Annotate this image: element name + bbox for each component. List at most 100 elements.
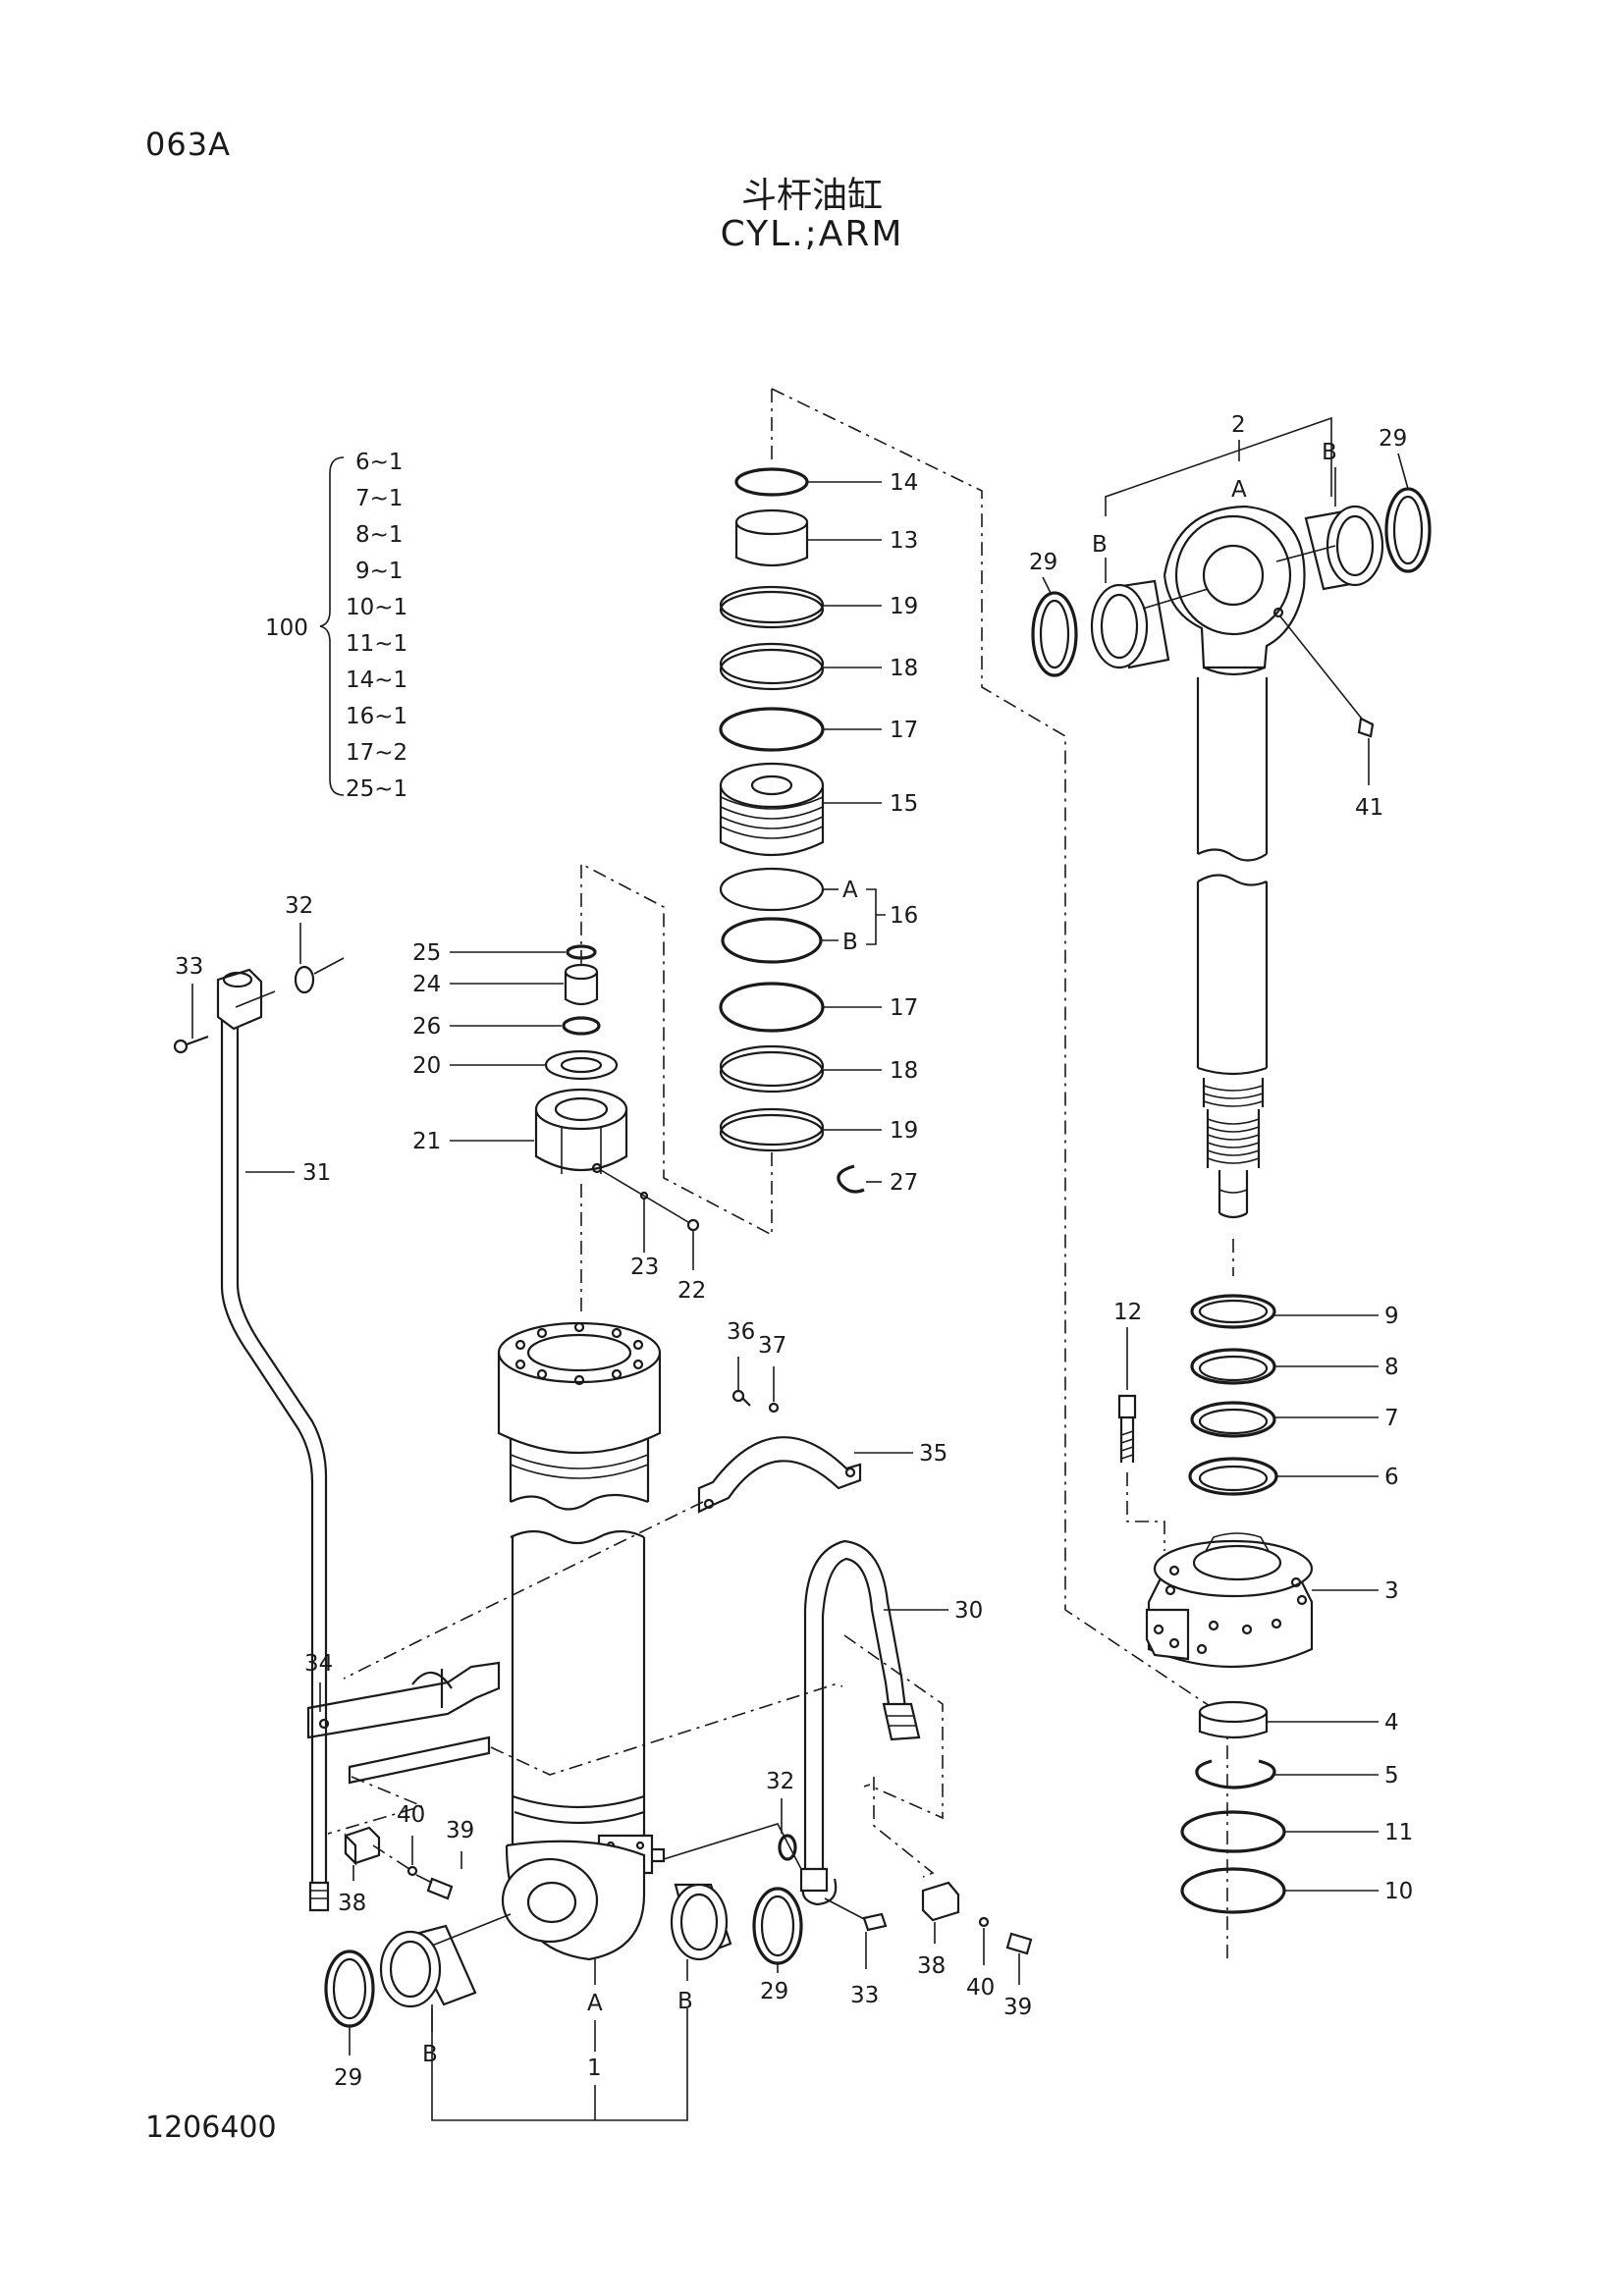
title-english: CYL.;ARM xyxy=(720,214,904,254)
part-40-washer-left xyxy=(406,1865,418,1877)
part-41-fitting xyxy=(1357,717,1375,738)
callout-39: 39 xyxy=(1003,1995,1032,2020)
kit-item: 7~1 xyxy=(355,486,404,511)
part-27-clip xyxy=(837,1164,865,1194)
callout-22: 22 xyxy=(677,1278,706,1304)
part-29-rod-right-ring xyxy=(1384,487,1432,573)
part-35-band xyxy=(697,1389,862,1514)
part-5-ring xyxy=(1195,1759,1276,1789)
part-17-oring xyxy=(719,707,825,752)
callout-41: 41 xyxy=(1355,795,1383,821)
seal-kit-list: 100 6~1 7~1 8~1 9~1 10~1 11~1 14~1 16~1 … xyxy=(265,450,407,802)
part-11-ring xyxy=(1180,1810,1286,1853)
piston-assembly-line xyxy=(580,862,773,1237)
document-number: 1206400 xyxy=(145,2110,277,2145)
part-24-sleeve xyxy=(564,963,599,1006)
kit-number: 100 xyxy=(265,615,308,641)
callout-32: 32 xyxy=(766,1769,794,1794)
callout-33: 33 xyxy=(175,954,203,980)
part-14-ring xyxy=(734,467,809,497)
part-1-left-bushing xyxy=(324,1913,512,2028)
part-23-ball xyxy=(639,1191,649,1201)
kit-item: 16~1 xyxy=(346,704,407,729)
bolt-12-line xyxy=(1126,1472,1165,1551)
part-2-piston-rod xyxy=(1163,505,1306,1219)
title-chinese: 斗杆油缸 xyxy=(740,176,883,216)
part-19-ring xyxy=(719,585,825,624)
rod-seal-stack: 9 8 7 6 12 xyxy=(1113,1294,1413,1914)
callout-26: 26 xyxy=(412,1014,441,1040)
kit-item: 17~2 xyxy=(346,740,407,766)
callout-6: 6 xyxy=(1384,1465,1399,1490)
kit-item: 9~1 xyxy=(355,559,404,584)
callout-13: 13 xyxy=(890,528,918,554)
callout-17: 17 xyxy=(890,995,918,1021)
callout-14: 14 xyxy=(890,470,918,496)
callout-1: 1 xyxy=(587,2056,602,2081)
label-1A: A xyxy=(587,1991,603,2016)
callout-16: 16 xyxy=(890,903,918,929)
callout-29: 29 xyxy=(1379,426,1407,452)
part-4-bushing xyxy=(1198,1700,1269,1739)
callout-37: 37 xyxy=(758,1333,786,1359)
bracket-1 xyxy=(431,2008,688,2121)
part-3-rod-cover xyxy=(1145,1532,1314,1669)
part-18-ring xyxy=(719,642,825,685)
part-1-cylinder-tube xyxy=(497,1321,666,1961)
callout-40: 40 xyxy=(966,1975,995,2001)
callout-5: 5 xyxy=(1384,1763,1399,1789)
part-18-ring-2 xyxy=(719,1044,825,1088)
part-29-rod-left-ring xyxy=(1031,591,1078,677)
callout-21: 21 xyxy=(412,1129,441,1154)
part-40-washer-right xyxy=(978,1916,990,1928)
callout-31: 31 xyxy=(302,1160,331,1186)
part-21-nut xyxy=(534,1088,628,1174)
part-38-clip-right xyxy=(921,1881,960,1922)
bracket-16 xyxy=(866,888,886,945)
part-37-washer xyxy=(768,1402,780,1414)
part-20-washer xyxy=(544,1049,619,1081)
kit-brace xyxy=(319,456,345,796)
part-34-bracket xyxy=(306,1661,501,1785)
kit-item: 25~1 xyxy=(346,776,407,802)
bracket-2 xyxy=(1105,416,1332,516)
kit-item: 6~1 xyxy=(355,450,404,475)
part-32-oring-right xyxy=(778,1834,797,1861)
bracket-34-line xyxy=(327,1683,843,1835)
part-19-ring-2 xyxy=(719,1107,825,1147)
callout-24: 24 xyxy=(412,972,441,997)
callout-18: 18 xyxy=(890,656,918,681)
callout-3: 3 xyxy=(1384,1578,1399,1604)
part-7 xyxy=(1190,1401,1276,1438)
label-2B-left: B xyxy=(1092,532,1108,558)
page-code: 063A xyxy=(145,126,231,163)
part-13-bushing xyxy=(734,508,809,567)
label-1B-right: B xyxy=(677,1989,693,2014)
callout-2: 2 xyxy=(1231,412,1246,438)
pipe-30-line xyxy=(843,1634,944,1820)
callout-20: 20 xyxy=(412,1053,441,1079)
callout-27: 27 xyxy=(890,1170,918,1196)
kit-item: 11~1 xyxy=(346,631,407,657)
part-8 xyxy=(1190,1348,1276,1385)
callout-12: 12 xyxy=(1113,1300,1142,1325)
label-16B: B xyxy=(842,930,858,955)
callout-34: 34 xyxy=(304,1651,333,1677)
callout-29: 29 xyxy=(1029,550,1057,575)
callout-38: 38 xyxy=(917,1953,946,1979)
part-12-bolt xyxy=(1117,1394,1137,1463)
callout-19: 19 xyxy=(890,594,918,619)
part-2-rod-bushings xyxy=(1031,487,1432,677)
kit-item: 14~1 xyxy=(346,667,407,693)
part-6 xyxy=(1188,1457,1278,1496)
callout-29: 29 xyxy=(334,2065,362,2091)
callout-32: 32 xyxy=(285,893,313,919)
part-22-plug xyxy=(686,1218,700,1232)
part-26 xyxy=(562,1016,601,1036)
piston-nut-group: 25 24 26 20 21 23 xyxy=(412,940,706,1315)
callout-9: 9 xyxy=(1384,1304,1399,1329)
callout-19: 19 xyxy=(890,1118,918,1144)
kit-item: 8~1 xyxy=(355,522,404,548)
callout-33: 33 xyxy=(850,1983,879,2008)
callout-15: 15 xyxy=(890,791,918,817)
